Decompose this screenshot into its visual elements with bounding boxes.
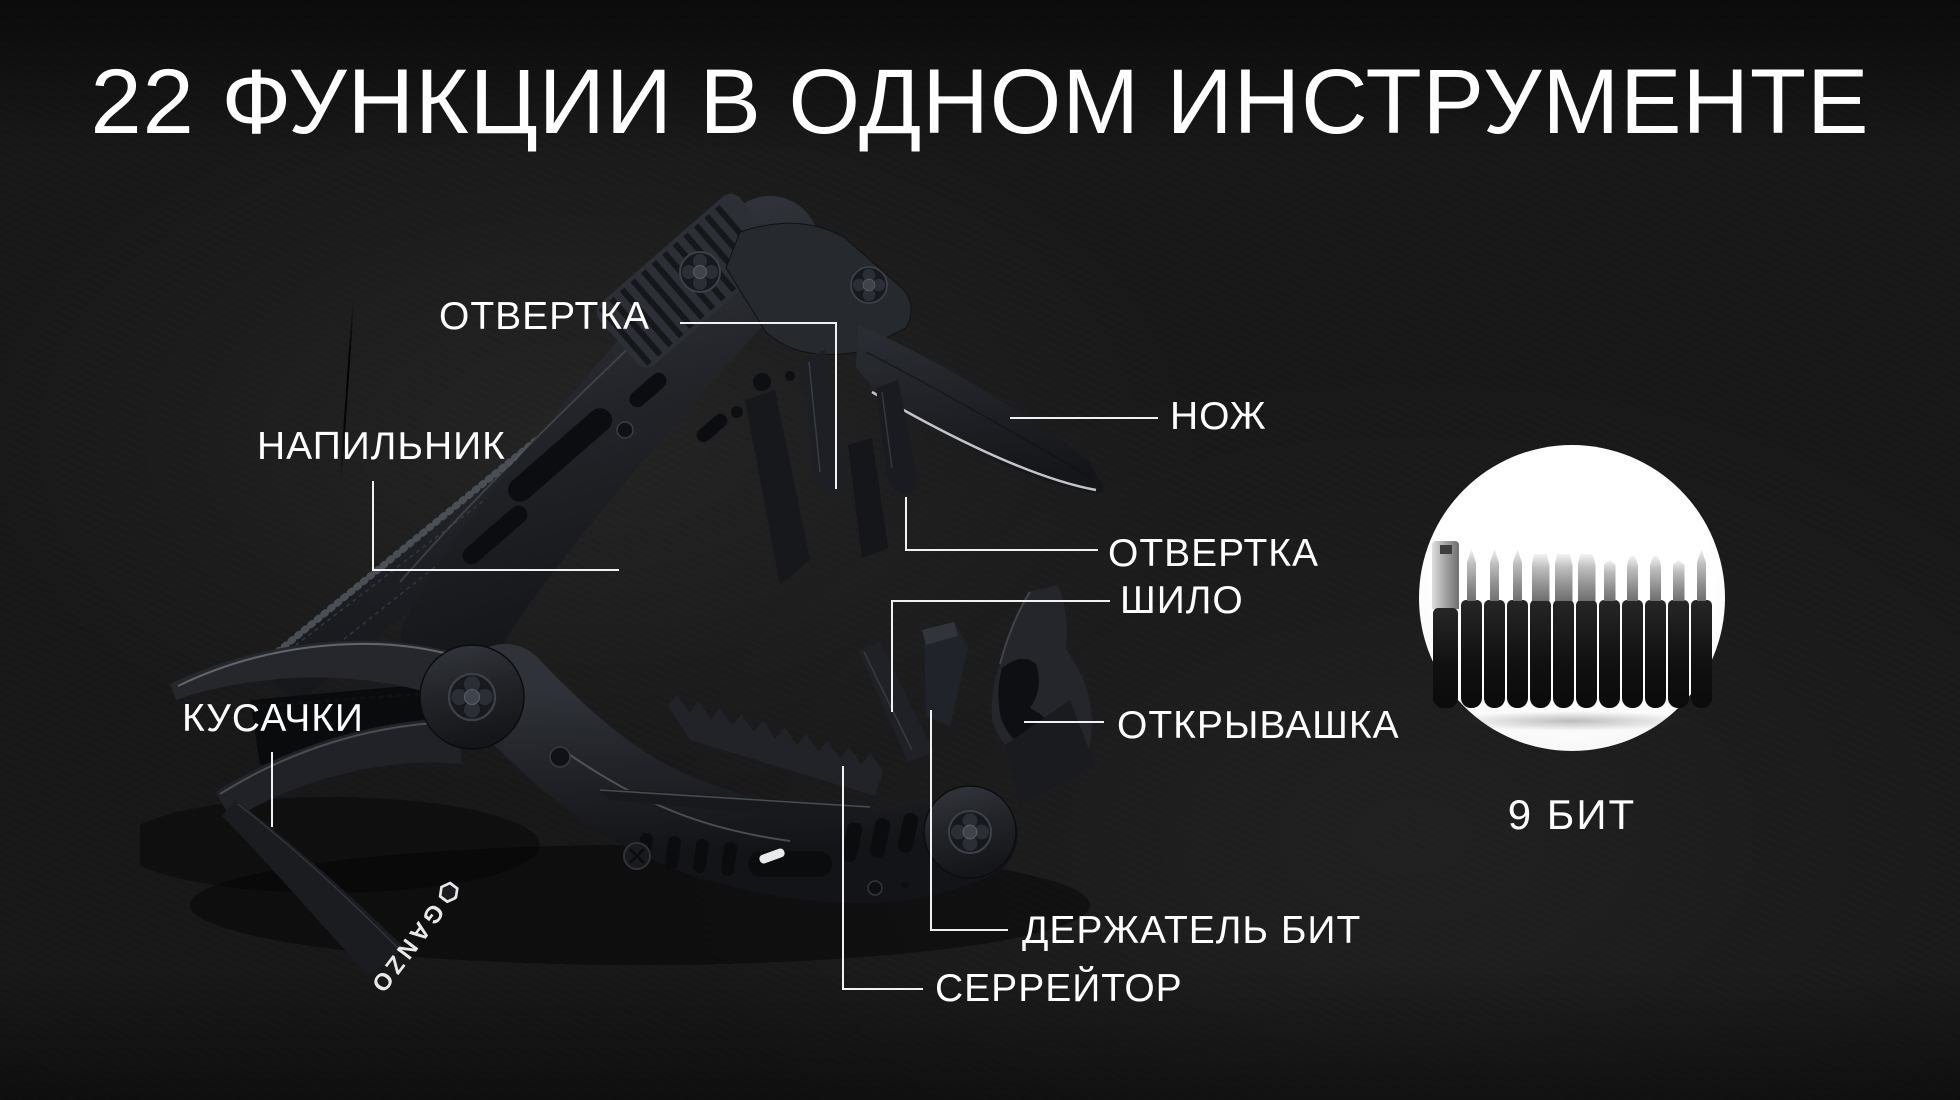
- bits-strip: [1432, 541, 1712, 708]
- bottle-opener-tool: [991, 585, 1095, 805]
- label-file: НАПИЛЬНИК: [257, 425, 506, 468]
- bit-phillips: [1507, 549, 1528, 708]
- callout-line-screwdriver-top: [835, 322, 837, 489]
- label-screwdriver-flat: ОТВЕРТКА: [1108, 532, 1319, 575]
- bits-shadow: [1452, 711, 1692, 731]
- multitool-photo: [140, 193, 1104, 975]
- label-wire-cutters: КУСАЧКИ: [182, 697, 364, 740]
- callout-line-bit-holder: [930, 929, 1008, 931]
- upper-handle: [399, 193, 819, 689]
- callout-line-screwdriver-top: [680, 322, 837, 324]
- flat-screwdriver: [876, 380, 917, 496]
- page-title: 22 ФУНКЦИИ В ОДНОМ ИНСТРУМЕНТЕ: [90, 51, 1870, 153]
- label-knife: НОЖ: [1170, 395, 1267, 438]
- callout-line-file: [372, 481, 374, 571]
- folded-handle-arm: [222, 800, 405, 975]
- callout-line-awl: [891, 600, 893, 712]
- bit-flat: [1576, 554, 1597, 708]
- pliers-head: [170, 640, 462, 820]
- label-serrated: СЕРРЕЙТОР: [935, 967, 1183, 1010]
- phillips-screwdriver: [803, 350, 847, 496]
- bit-torx: [1622, 556, 1643, 708]
- callout-line-screwdriver-flat: [905, 549, 1098, 551]
- bit-phillips: [1461, 549, 1482, 708]
- awl-spike: [858, 642, 934, 762]
- callout-line-awl: [891, 600, 1110, 602]
- callout-line-screwdriver-flat: [905, 497, 907, 551]
- bits-inset-circle: [1419, 445, 1725, 751]
- label-awl: ШИЛО: [1120, 579, 1244, 622]
- callout-line-knife: [1010, 417, 1158, 419]
- bit-phillips: [1484, 549, 1505, 708]
- bit-hex: [1599, 560, 1620, 708]
- callout-line-serrated: [842, 988, 923, 990]
- bit-flat: [1553, 554, 1574, 708]
- bit-hex: [1668, 560, 1689, 708]
- callout-line-bottle-opener: [1024, 721, 1104, 723]
- bit-phillips: [1691, 549, 1712, 708]
- callout-line-wire-cutters: [271, 752, 273, 827]
- bit-holder: [1432, 541, 1459, 708]
- bit-torx: [1645, 556, 1666, 708]
- callout-line-serrated: [842, 766, 844, 990]
- label-bit-holder: ДЕРЖАТЕЛЬ БИТ: [1022, 909, 1362, 952]
- bits-caption: 9 БИТ: [1507, 791, 1637, 838]
- callout-line-bit-holder: [930, 710, 932, 931]
- lower-handle: [459, 644, 1018, 904]
- bit-holder-tool: [922, 622, 968, 726]
- bit-flat: [1530, 554, 1551, 708]
- saw-blade: [598, 695, 883, 824]
- label-screwdriver-top: ОТВЕРТКА: [439, 295, 650, 338]
- callout-line-file: [372, 569, 619, 571]
- label-bottle-opener: ОТКРЫВАШКА: [1117, 704, 1400, 747]
